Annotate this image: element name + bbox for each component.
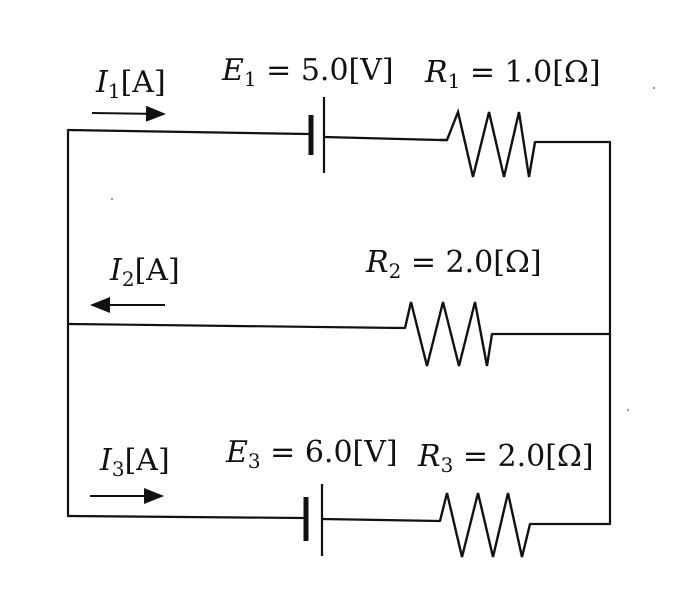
battery-e3 [303, 484, 324, 556]
branch-3 [66, 514, 612, 526]
label-r1: R1 = 1.0[Ω] [424, 55, 601, 93]
resistor-r2 [403, 301, 494, 367]
resistor-r1 [440, 107, 537, 178]
label-e1: E1 = 5.0[V] [221, 53, 394, 91]
speck [110, 197, 114, 201]
label-i1: I1[A] [95, 65, 166, 103]
branch-2 [66, 322, 612, 336]
label-i2: I2[A] [109, 253, 180, 291]
label-i3: I3[A] [99, 443, 170, 481]
label-r2: R2 = 2.0[Ω] [365, 245, 542, 283]
label-r3: R3 = 2.0[Ω] [417, 439, 594, 477]
label-e3: E3 = 6.0[V] [225, 435, 398, 473]
battery-e1 [308, 97, 326, 173]
speck [626, 408, 630, 412]
arrow-i1-icon [91, 105, 166, 122]
resistor-r3 [438, 492, 532, 558]
branch-1 [66, 128, 612, 144]
speck [652, 86, 656, 90]
